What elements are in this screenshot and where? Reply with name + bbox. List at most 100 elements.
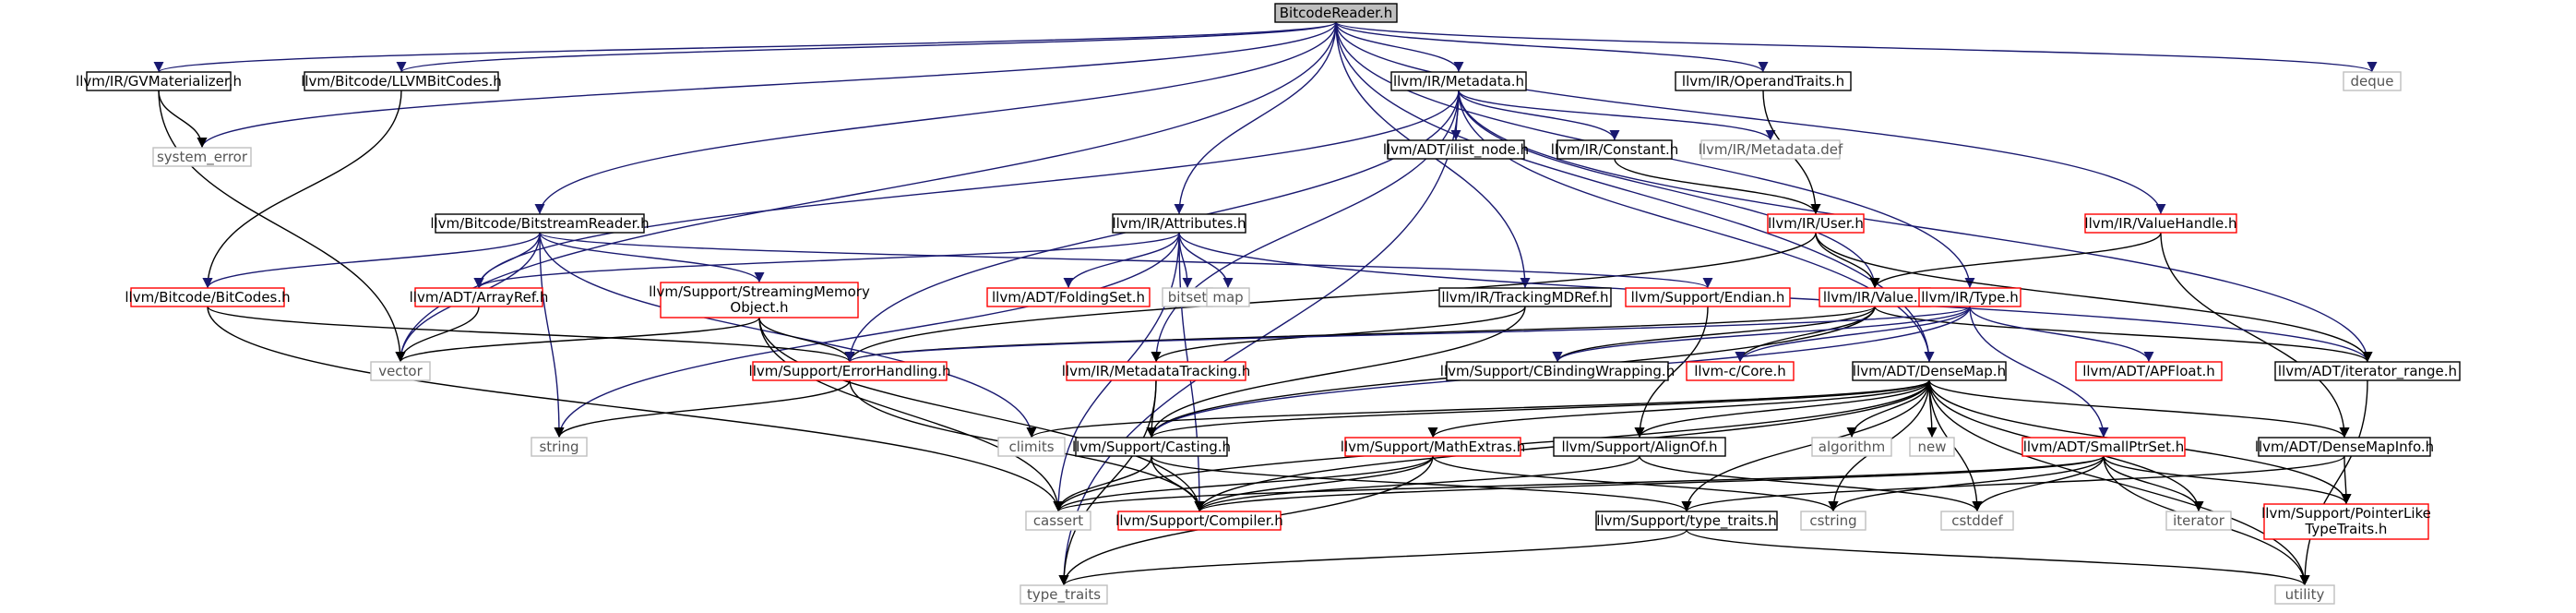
node-value[interactable]: llvm/IR/Value.h <box>1819 287 1931 307</box>
node-box <box>1556 139 1673 160</box>
node-label: iterator <box>2173 512 2225 529</box>
node-smallptrset[interactable]: llvm/ADT/SmallPtrSet.h <box>2021 437 2186 457</box>
node-iterator: iterator <box>2165 511 2232 531</box>
node-densemapinfo[interactable]: llvm/ADT/DenseMapInfo.h <box>2255 437 2434 457</box>
node-arrayref[interactable]: llvm/ADT/ArrayRef.h <box>410 287 549 307</box>
edge-iterator_range-to-utility <box>2299 379 2368 586</box>
node-core[interactable]: llvm-c/Core.h <box>1686 361 1795 381</box>
node-label: climits <box>1008 439 1054 455</box>
node-label-line: Object.h <box>730 299 788 316</box>
edge-gvmat-to-vector <box>158 90 406 363</box>
node-box <box>1206 287 1250 307</box>
node-label: llvm/IR/MetadataTracking.h <box>1062 363 1251 379</box>
node-errorhandling[interactable]: llvm/Support/ErrorHandling.h <box>749 361 951 381</box>
node-utility: utility <box>2274 584 2335 605</box>
node-box <box>370 361 431 381</box>
edge-endian-to-alignof <box>1634 306 1709 439</box>
node-label: utility <box>2285 586 2325 603</box>
edge-densemapinfo-to-type_traits_llvm <box>1681 455 2345 512</box>
node-box <box>531 437 588 457</box>
edge-root-to-metadata <box>1335 21 1464 73</box>
edge-type-to-smallptrset <box>1969 306 2109 439</box>
edge-attributes-to-foldingset <box>1063 232 1180 289</box>
node-casting[interactable]: llvm/Support/Casting.h <box>1072 437 1231 457</box>
edge-densemap-to-mathextras <box>1427 379 1930 439</box>
node-type[interactable]: llvm/IR/Type.h <box>1918 287 2021 307</box>
node-metadatatracking[interactable]: llvm/IR/MetadataTracking.h <box>1062 361 1251 381</box>
node-box <box>1075 437 1228 457</box>
node-box <box>1390 71 1527 91</box>
node-box <box>986 287 1151 307</box>
node-box <box>1767 213 1865 234</box>
edge-smallptrset-to-cassert <box>1053 455 2105 512</box>
node-label: llvm/IR/TrackingMDRef.h <box>1441 289 1608 306</box>
edge-llvmbitcodes-to-bitcodes <box>202 90 402 289</box>
edge-bitcodes-to-cassert <box>207 306 1064 512</box>
edge-root-to-llvmbitcodes <box>396 21 1337 73</box>
node-label: vector <box>378 363 423 379</box>
edge-type_traits_llvm-to-utility <box>1686 529 2310 586</box>
node-label: llvm-c/Core.h <box>1694 363 1786 379</box>
node-mathextras[interactable]: llvm/Support/MathExtras.h <box>1341 437 1525 457</box>
node-box <box>1446 361 1669 381</box>
node-box <box>1117 511 1282 531</box>
node-endian[interactable]: llvm/Support/Endian.h <box>1625 287 1791 307</box>
edge-bitstreamreader-to-streamingmem <box>539 232 765 283</box>
node-label: llvm/Support/CBindingWrapping.h <box>1440 363 1675 379</box>
node-label: llvm/IR/ValueHandle.h <box>2084 215 2236 232</box>
node-compiler[interactable]: llvm/Support/Compiler.h <box>1115 511 1283 531</box>
node-foldingset[interactable]: llvm/ADT/FoldingSet.h <box>986 287 1151 307</box>
node-label: algorithm <box>1819 439 1885 455</box>
node-box <box>2274 361 2461 381</box>
node-bitcodes[interactable]: llvm/Bitcode/BitCodes.h <box>125 287 291 307</box>
edge-smallptrset-to-pointerlike <box>2103 455 2352 505</box>
edge-alignof-to-compiler <box>1194 455 1640 512</box>
node-box <box>1918 287 2021 307</box>
node-box <box>1675 71 1852 91</box>
edge-smallptrset-to-cstddef <box>1972 455 2105 512</box>
node-cassert: cassert <box>1025 511 1091 531</box>
edge-root-to-deque <box>1335 21 2378 73</box>
node-trackingmdref[interactable]: llvm/IR/TrackingMDRef.h <box>1438 287 1612 307</box>
edge-root-to-system_error <box>197 21 1337 149</box>
node-type_traits_llvm[interactable]: llvm/Support/type_traits.h <box>1595 511 1778 531</box>
node-user[interactable]: llvm/IR/User.h <box>1767 213 1865 234</box>
edge-metadata-to-metadatadef <box>1458 90 1776 141</box>
node-constant[interactable]: llvm/IR/Constant.h <box>1551 139 1679 160</box>
node-box <box>1112 213 1246 234</box>
node-algorithm: algorithm <box>1811 437 1892 457</box>
node-operandtraits[interactable]: llvm/IR/OperandTraits.h <box>1675 71 1852 91</box>
node-valuehandle[interactable]: llvm/IR/ValueHandle.h <box>2084 213 2237 234</box>
edge-metadata-to-constant <box>1458 90 1620 141</box>
node-metadata[interactable]: llvm/IR/Metadata.h <box>1390 71 1527 91</box>
node-box <box>435 213 645 234</box>
edge-smallptrset-to-iterator <box>2103 455 2204 512</box>
node-label-line: TypeTraits.h <box>2305 521 2388 537</box>
node-box <box>130 287 285 307</box>
edge-root-to-operandtraits <box>1335 21 1769 73</box>
edge-densemap-to-densemapinfo <box>1928 379 2350 439</box>
node-box <box>2021 437 2186 457</box>
node-llvmbitcodes[interactable]: llvm/Bitcode/LLVMBitCodes.h <box>301 71 502 91</box>
node-vector: vector <box>370 361 431 381</box>
node-root[interactable]: BitcodeReader.h <box>1274 3 1398 23</box>
node-box <box>1909 437 1955 457</box>
node-cstring: cstring <box>1800 511 1866 531</box>
edge-alignof-to-cstddef <box>1639 455 1983 512</box>
node-densemap[interactable]: llvm/ADT/DenseMap.h <box>1852 361 2007 381</box>
node-label: llvm/ADT/DenseMapInfo.h <box>2255 439 2434 455</box>
edge-bitstreamreader-to-bitcodes <box>202 232 541 289</box>
node-apfloat[interactable]: llvm/ADT/APFloat.h <box>2075 361 2223 381</box>
node-bitstreamreader[interactable]: llvm/Bitcode/BitstreamReader.h <box>430 213 650 234</box>
node-label: llvm/Support/Casting.h <box>1072 439 1231 455</box>
node-alignof[interactable]: llvm/Support/AlignOf.h <box>1553 437 1726 457</box>
node-box <box>1800 511 1866 531</box>
node-gvmat[interactable]: llvm/IR/GVMaterializer.h <box>76 71 242 91</box>
node-iterator_range[interactable]: llvm/ADT/iterator_range.h <box>2274 361 2461 381</box>
node-attributes[interactable]: llvm/IR/Attributes.h <box>1112 213 1246 234</box>
node-ilist_node[interactable]: llvm/ADT/ilist_node.h <box>1383 139 1529 160</box>
node-label: llvm/IR/Constant.h <box>1551 141 1679 158</box>
node-cbinding[interactable]: llvm/Support/CBindingWrapping.h <box>1440 361 1675 381</box>
